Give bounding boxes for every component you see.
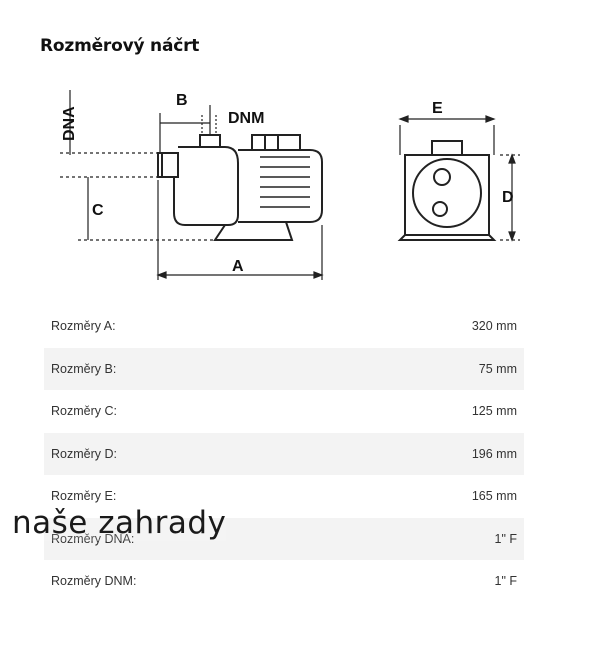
section-title: Rozměrový náčrt: [40, 36, 200, 56]
table-row: Rozměry D: 196 mm: [44, 432, 524, 475]
pump-side-view: [157, 134, 323, 241]
label-a: A: [232, 258, 244, 275]
dimension-label: Rozměry C:: [51, 404, 117, 419]
front-dimension-lines: [398, 115, 520, 242]
dimension-label: Rozměry E:: [51, 489, 117, 504]
table-row: Rozměry B: 75 mm: [44, 347, 524, 390]
dimension-label: Rozměry DNM:: [51, 574, 137, 589]
table-row: Rozměry C: 125 mm: [44, 390, 524, 433]
dimension-value: 196 mm: [344, 432, 524, 475]
label-dnm: DNM: [228, 110, 264, 127]
table-row: Rozměry E: 165 mm: [44, 475, 524, 518]
table-row: Rozměry DNA: 1" F: [44, 517, 524, 560]
dimension-label: Rozměry A:: [51, 319, 116, 334]
label-d: D: [502, 189, 514, 206]
label-b: B: [176, 92, 188, 109]
dimension-value: 1" F: [344, 517, 524, 560]
label-c: C: [92, 202, 104, 219]
table-row: Rozměry A: 320 mm: [44, 305, 524, 348]
label-dna: DNA: [61, 106, 78, 141]
side-dimension-lines: [60, 90, 324, 280]
dimension-value: 165 mm: [471, 489, 517, 504]
table-row: Rozměry DNM: 1" F: [44, 560, 524, 603]
dimension-label: Rozměry B:: [44, 347, 345, 390]
dimension-value: 320 mm: [471, 319, 517, 334]
pump-front-view: [397, 140, 497, 241]
label-e: E: [432, 100, 443, 117]
pump-dimension-sketch: DNA B DNM C A E D: [60, 90, 520, 280]
dimension-label: Rozměry DNA:: [44, 517, 345, 560]
dimension-value: 1" F: [494, 574, 518, 589]
dimensions-table: Rozměry A: 320 mm Rozměry B: 75 mm Rozmě…: [44, 305, 524, 603]
watermark-logo: naše zahrady: [12, 505, 227, 541]
dimension-value: 75 mm: [344, 347, 524, 390]
dimension-value: 125 mm: [471, 404, 517, 419]
dimension-label: Rozměry D:: [44, 432, 345, 475]
